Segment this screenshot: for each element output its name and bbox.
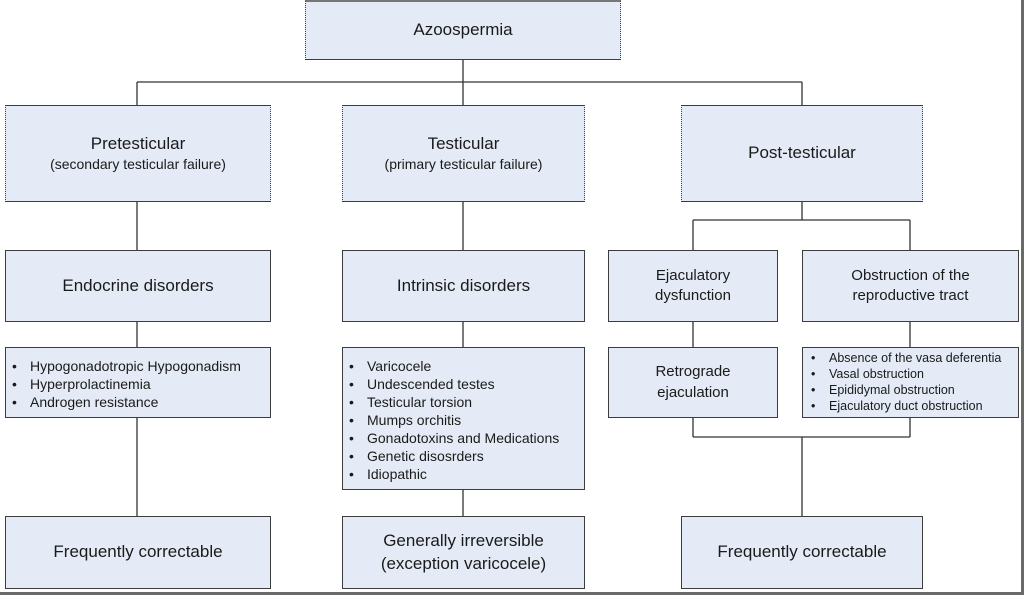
- list-item: Vasal obstruction: [811, 366, 1018, 382]
- root-label: Azoospermia: [413, 20, 513, 40]
- pretesticular-node: Pretesticular (secondary testicular fail…: [5, 105, 271, 202]
- endocrine-disorders-node: Endocrine disorders: [5, 250, 271, 322]
- frame-right-edge: [1021, 0, 1024, 595]
- intrinsic-items: Varicocele Undescended testes Testicular…: [343, 357, 584, 483]
- obstruction-items: Absence of the vasa deferentia Vasal obs…: [803, 350, 1018, 414]
- posttesticular-outcome-label: Frequently correctable: [717, 542, 887, 562]
- root-node: Azoospermia: [305, 0, 621, 60]
- frame-bottom-edge: [0, 592, 1024, 595]
- endocrine-items: Hypogonadotropic Hypogonadism Hyperprola…: [6, 357, 270, 411]
- list-item: Ejaculatory duct obstruction: [811, 398, 1018, 414]
- testicular-outcome-label: Generally irreversible (exception varico…: [380, 531, 547, 573]
- obstruction-label: Obstruction of the reproductive tract: [851, 266, 970, 304]
- obstruction-list: Absence of the vasa deferentia Vasal obs…: [802, 347, 1019, 418]
- posttesticular-outcome: Frequently correctable: [681, 516, 923, 589]
- testicular-title: Testicular: [427, 134, 500, 154]
- list-item: Hypogonadotropic Hypogonadism: [12, 357, 270, 375]
- intrinsic-list: Varicocele Undescended testes Testicular…: [342, 347, 585, 490]
- list-item: Idiopathic: [349, 465, 584, 483]
- list-item: Undescended testes: [349, 375, 584, 393]
- list-item: Gonadotoxins and Medications: [349, 429, 584, 447]
- list-item: Absence of the vasa deferentia: [811, 350, 1018, 366]
- list-item: Hyperprolactinemia: [12, 375, 270, 393]
- pretesticular-outcome: Frequently correctable: [5, 516, 271, 589]
- obstruction-node: Obstruction of the reproductive tract: [802, 250, 1019, 322]
- list-item: Testicular torsion: [349, 393, 584, 411]
- pretesticular-subtitle: (secondary testicular failure): [50, 156, 226, 173]
- ejaculatory-dysfunction-label: Ejaculatory dysfunction: [655, 266, 731, 304]
- list-item: Genetic disosrders: [349, 447, 584, 465]
- endocrine-disorders-label: Endocrine disorders: [62, 275, 214, 295]
- intrinsic-disorders-label: Intrinsic disorders: [396, 275, 531, 295]
- pretesticular-outcome-label: Frequently correctable: [53, 542, 223, 562]
- list-item: Mumps orchitis: [349, 411, 584, 429]
- retrograde-ejaculation-label: Retrograde ejaculation: [655, 363, 731, 401]
- list-item: Varicocele: [349, 357, 584, 375]
- testicular-subtitle: (primary testicular failure): [384, 156, 543, 173]
- posttesticular-node: Post-testicular: [681, 105, 923, 202]
- retrograde-ejaculation-node: Retrograde ejaculation: [608, 347, 778, 418]
- ejaculatory-dysfunction-node: Ejaculatory dysfunction: [608, 250, 778, 322]
- testicular-node: Testicular (primary testicular failure): [342, 105, 585, 202]
- intrinsic-disorders-node: Intrinsic disorders: [342, 250, 585, 322]
- posttesticular-title: Post-testicular: [748, 143, 856, 163]
- list-item: Androgen resistance: [12, 393, 270, 411]
- endocrine-list: Hypogonadotropic Hypogonadism Hyperprola…: [5, 347, 271, 418]
- testicular-outcome: Generally irreversible (exception varico…: [342, 516, 585, 589]
- pretesticular-title: Pretesticular: [90, 134, 186, 154]
- list-item: Epididymal obstruction: [811, 382, 1018, 398]
